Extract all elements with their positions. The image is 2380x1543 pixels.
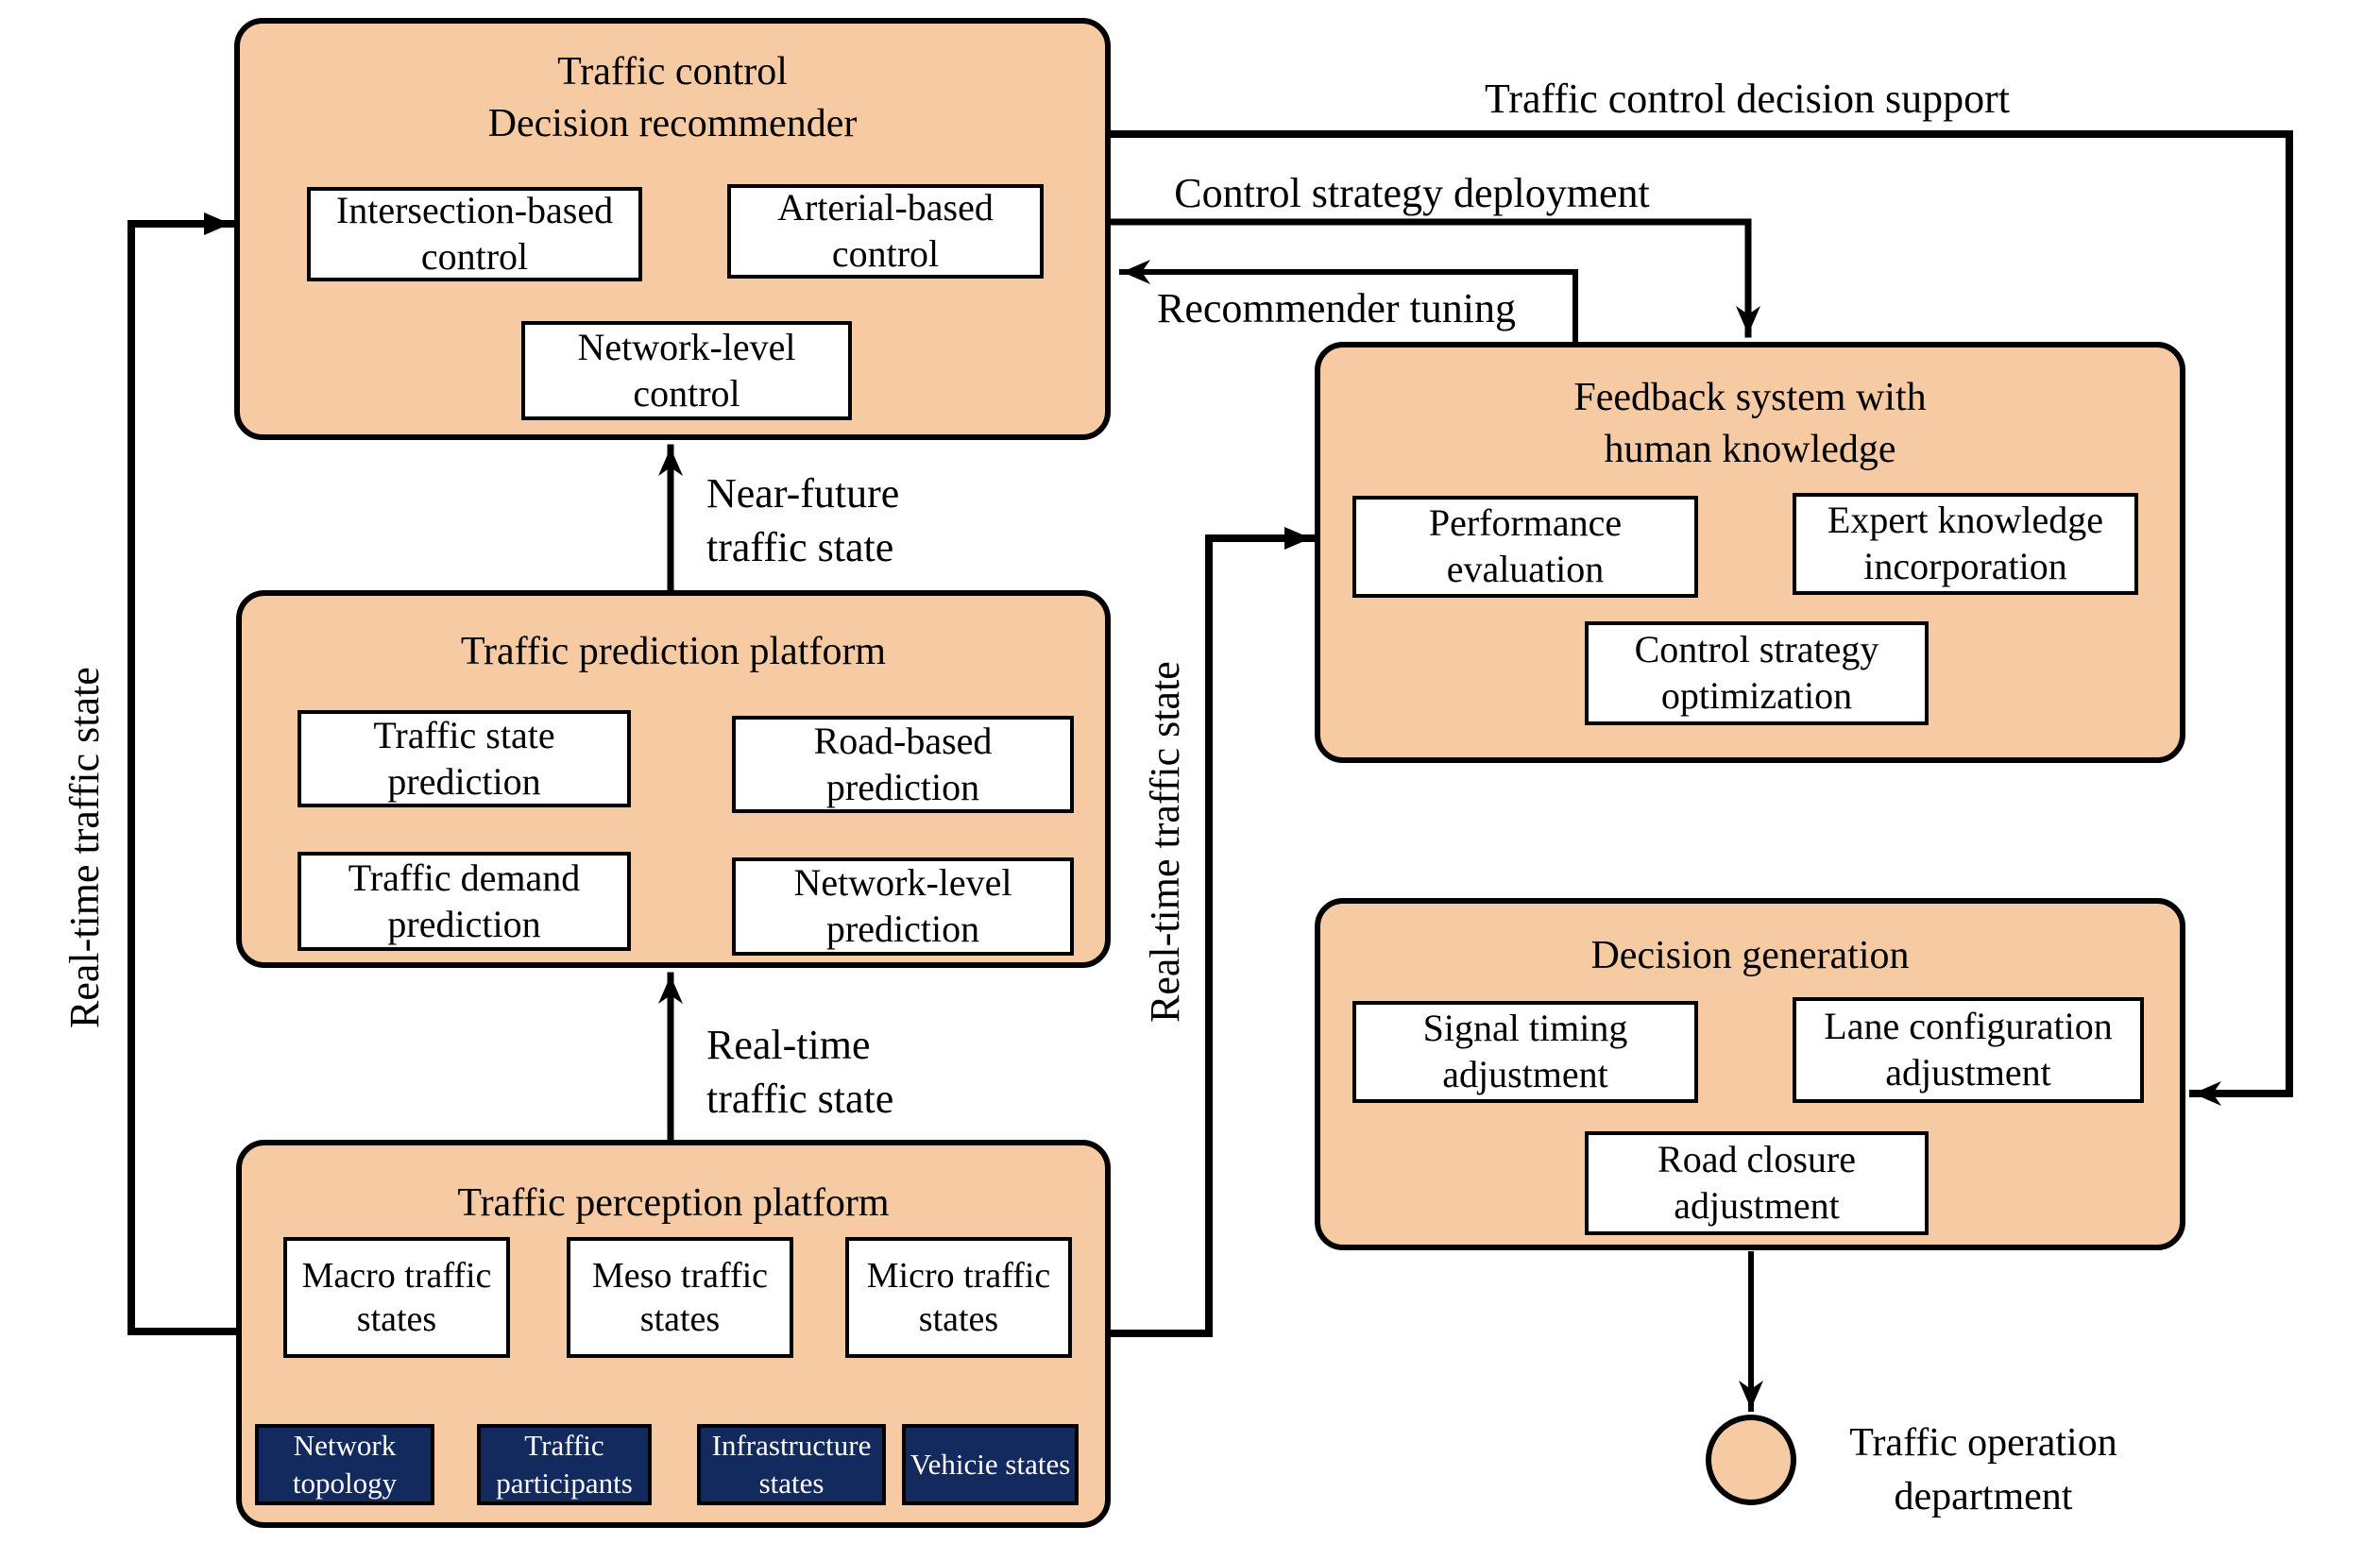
decision-generation-box: Decision generation Signal timing adjust… (1315, 898, 2185, 1250)
label-realtime-state-mid-vertical: Real-time traffic state (1142, 661, 1188, 1024)
label-strategy-deployment: Control strategy deployment (1174, 170, 1650, 216)
traffic-control-recommender-box: Traffic control Decision recommender Int… (234, 18, 1111, 440)
performance-evaluation-box: Performance evaluation (1352, 496, 1698, 598)
macro-traffic-states-box: Macro traffic states (283, 1237, 510, 1358)
lane-configuration-adjustment-box: Lane configuration adjustment (1793, 997, 2144, 1103)
traffic-state-prediction-box: Traffic state prediction (298, 710, 631, 807)
label-realtime-state-left-vertical: Real-time traffic state (61, 667, 108, 1029)
label-recommender-tuning: Recommender tuning (1156, 285, 1516, 331)
expert-knowledge-incorporation-box: Expert knowledge incorporation (1793, 493, 2138, 595)
decision-generation-title: Decision generation (1590, 934, 1910, 977)
label-traffic-operation-department: Traffic operation department (1849, 1421, 2117, 1518)
network-level-prediction-box: Network-level prediction (732, 857, 1074, 956)
traffic-perception-platform-box: Traffic perception platform Macro traffi… (236, 1140, 1111, 1528)
road-closure-adjustment-box: Road closure adjustment (1585, 1131, 1929, 1235)
road-based-prediction-box: Road-based prediction (732, 716, 1074, 813)
micro-traffic-states-box: Micro traffic states (845, 1237, 1072, 1358)
traffic-control-title: Traffic control Decision recommender (240, 46, 1105, 149)
arrow-recommender-tuning (1119, 260, 1578, 345)
feedback-system-box: Feedback system with human knowledge Per… (1315, 342, 2185, 763)
traffic-control-title-line1: Traffic control (557, 50, 788, 93)
meso-traffic-states-box: Meso traffic states (567, 1237, 793, 1358)
traffic-control-title-line2: Decision recommender (487, 101, 858, 145)
network-level-control-box: Network-level control (521, 321, 852, 420)
arrow-realtime-left-loop (128, 212, 240, 1335)
signal-timing-adjustment-box: Signal timing adjustment (1352, 1001, 1698, 1103)
intersection-based-control-box: Intersection-based control (307, 187, 642, 281)
traffic-prediction-platform-box: Traffic prediction platform Traffic stat… (236, 590, 1111, 968)
arterial-based-control-box: Arterial-based control (727, 184, 1044, 279)
feedback-system-title: Feedback system with human knowledge (1320, 372, 2180, 475)
control-strategy-optimization-box: Control strategy optimization (1585, 621, 1929, 725)
traffic-demand-prediction-box: Traffic demand prediction (298, 852, 631, 951)
infrastructure-states-box: Infrastructure states (697, 1424, 886, 1505)
traffic-perception-title: Traffic perception platform (457, 1181, 890, 1225)
label-realtime-state-bottom: Real-time traffic state (706, 1022, 894, 1123)
traffic-operation-department-node (1706, 1415, 1796, 1505)
arrow-strategy-deployment (1107, 218, 1760, 338)
arrow-decision-support (1107, 130, 2293, 1106)
traffic-participants-box: Traffic participants (477, 1424, 652, 1505)
traffic-prediction-title: Traffic prediction platform (460, 630, 887, 673)
label-decision-support: Traffic control decision support (1484, 76, 2011, 122)
label-near-future-state: Near-future traffic state (706, 470, 900, 571)
feedback-title-line1: Feedback system with (1573, 376, 1927, 419)
feedback-title-line2: human knowledge (1604, 427, 1896, 471)
vehicle-states-box: Vehicie states (902, 1424, 1079, 1505)
network-topology-box: Network topology (255, 1424, 434, 1505)
arrow-realtime-to-feedback (1107, 527, 1315, 1337)
